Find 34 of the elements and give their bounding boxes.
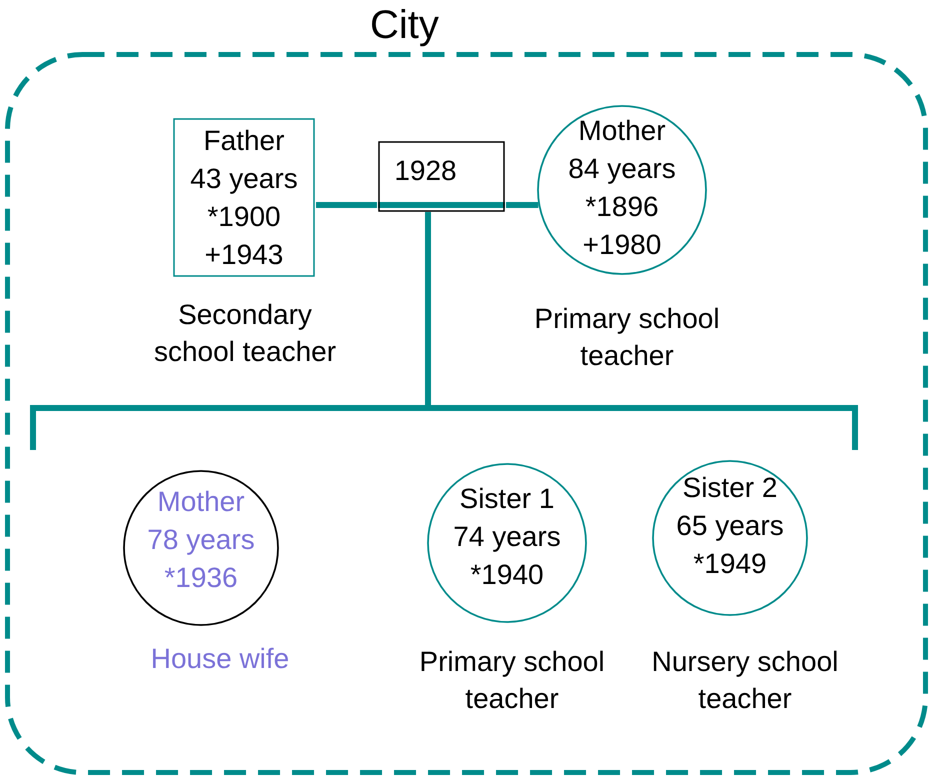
occupation-text: Primary school teacher bbox=[533, 302, 721, 373]
area-heading: City bbox=[370, 2, 439, 49]
person-detail: +1980 bbox=[582, 228, 662, 262]
occupation-text: Secondary school teacher bbox=[152, 298, 338, 369]
person-detail: Father bbox=[204, 124, 284, 158]
family-line bbox=[316, 202, 377, 208]
person-detail: *1949 bbox=[693, 547, 767, 581]
person-detail: Mother bbox=[578, 114, 666, 148]
person-circle bbox=[427, 463, 587, 623]
person-detail: *1900 bbox=[207, 200, 281, 234]
person-detail: *1936 bbox=[164, 561, 238, 595]
person-detail: *1896 bbox=[585, 190, 659, 224]
person-detail: 84 years bbox=[568, 152, 676, 186]
person-circle bbox=[537, 105, 707, 275]
person-detail: Sister 2 bbox=[682, 471, 778, 505]
family-line bbox=[506, 202, 538, 208]
person-circle bbox=[123, 470, 279, 626]
year-box bbox=[378, 141, 505, 212]
person-detail: 65 years bbox=[676, 509, 784, 543]
person-circle bbox=[652, 460, 808, 616]
person-detail: 1928 bbox=[394, 154, 457, 188]
occupation-text: House wife bbox=[150, 642, 290, 676]
occupation-text: Nursery school teacher bbox=[650, 645, 840, 716]
city-boundary bbox=[5, 52, 928, 775]
person-detail: Sister 1 bbox=[460, 482, 554, 516]
person-detail: 78 years bbox=[147, 523, 255, 557]
family-line bbox=[425, 212, 431, 408]
person-detail: *1940 bbox=[470, 558, 544, 592]
person-detail: 43 years bbox=[190, 162, 298, 196]
person-detail: +1943 bbox=[204, 238, 284, 272]
person-detail: 74 years bbox=[453, 520, 561, 554]
person-box bbox=[173, 118, 315, 277]
occupation-text: Primary school teacher bbox=[418, 645, 606, 716]
person-detail: Mother bbox=[157, 485, 245, 519]
